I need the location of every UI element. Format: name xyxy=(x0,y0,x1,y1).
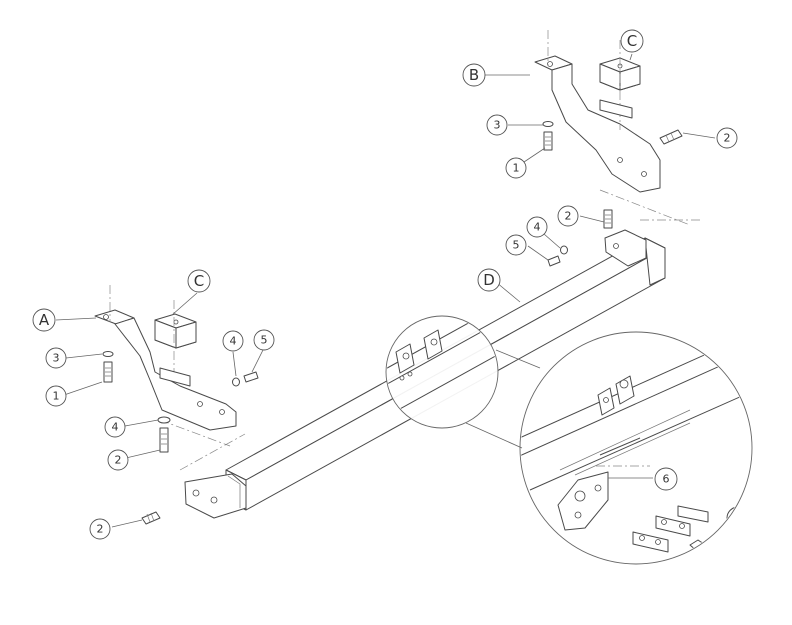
callout-4-left-lower: 4 xyxy=(104,416,126,438)
callout-5-mid: 5 xyxy=(505,234,527,256)
label-2-left-lower: 2 xyxy=(115,454,122,467)
label-c-top: C xyxy=(627,32,637,50)
callout-1-top: 1 xyxy=(505,157,527,179)
label-4-left-lower: 4 xyxy=(112,421,119,434)
label-2-top-mid: 2 xyxy=(565,210,572,223)
top-fasteners xyxy=(542,121,683,267)
label-1-left: 1 xyxy=(53,390,60,403)
label-3-left: 3 xyxy=(53,352,60,365)
callout-3-left: 3 xyxy=(45,347,67,369)
callout-b: B xyxy=(462,63,486,87)
label-5-mid: 5 xyxy=(513,239,520,252)
label-a: A xyxy=(39,311,50,329)
bracket-b xyxy=(534,30,691,226)
callout-2-top-mid: 2 xyxy=(557,205,579,227)
label-4-left-upper: 4 xyxy=(230,335,237,348)
callout-4-mid: 4 xyxy=(526,216,548,238)
bracket-a xyxy=(94,285,237,447)
callout-2-left-bottom: 2 xyxy=(89,518,111,540)
label-4-mid: 4 xyxy=(534,221,541,234)
label-2-left-bottom: 2 xyxy=(97,523,104,536)
bracket-c-left xyxy=(154,300,197,387)
callout-d: D xyxy=(477,268,501,292)
callout-2-left-lower: 2 xyxy=(107,449,129,471)
callout-a: A xyxy=(32,308,56,332)
callout-2-top-right: 2 xyxy=(716,127,738,149)
callout-c-left: C xyxy=(187,269,211,293)
callout-3-top: 3 xyxy=(486,114,508,136)
label-d: D xyxy=(483,271,495,289)
leader-lines xyxy=(55,53,716,528)
callout-c-top: C xyxy=(620,29,644,53)
callout-4-left-upper: 4 xyxy=(222,330,244,352)
callout-6: 6 xyxy=(654,467,678,491)
detail-view-small xyxy=(385,315,541,449)
bracket-c-top xyxy=(599,40,641,130)
label-3-top: 3 xyxy=(494,119,501,132)
label-c-left: C xyxy=(194,272,204,290)
label-1-top: 1 xyxy=(513,162,520,175)
label-5-left: 5 xyxy=(261,334,268,347)
label-2-top-right: 2 xyxy=(724,132,731,145)
label-b: B xyxy=(469,66,479,84)
callout-5-left: 5 xyxy=(253,329,275,351)
callout-1-left: 1 xyxy=(45,385,67,407)
label-6: 6 xyxy=(663,473,670,486)
detail-view-large xyxy=(519,331,753,565)
